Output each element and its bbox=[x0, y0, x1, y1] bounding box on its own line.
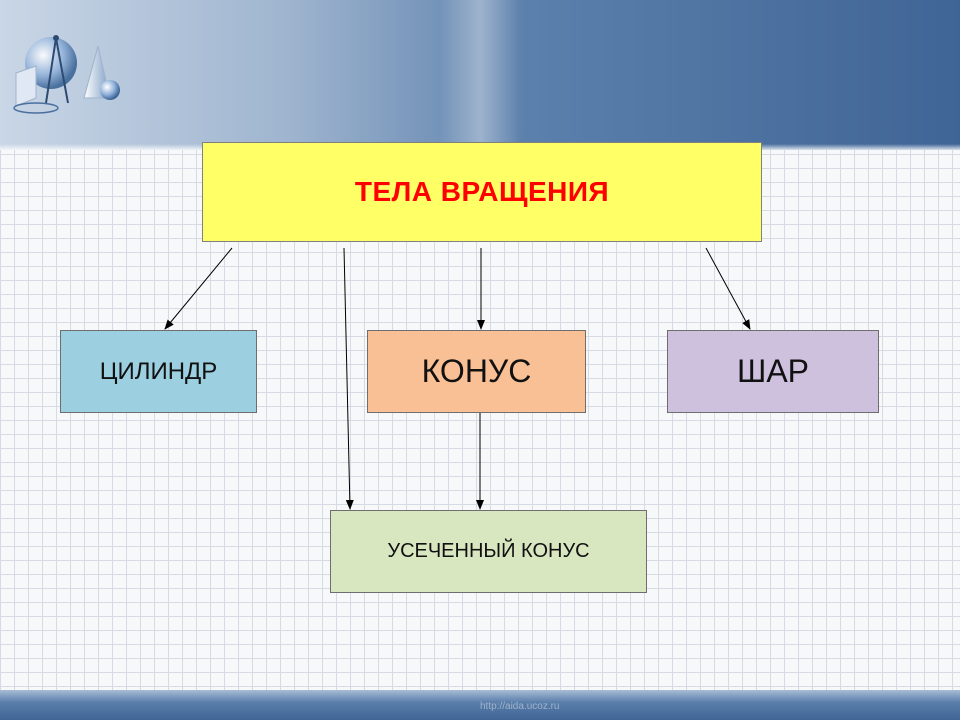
sphere-label: ШАР bbox=[736, 353, 809, 389]
edge-title-cylinder bbox=[164, 247, 233, 330]
footer-band bbox=[0, 690, 960, 720]
geometry-shapes-logo bbox=[13, 35, 120, 114]
cylinder-label: ЦИЛИНДР bbox=[99, 357, 218, 385]
title-node: ТЕЛА ВРАЩЕНИЯ bbox=[202, 142, 762, 242]
title-text: ТЕЛА ВРАЩЕНИЯ bbox=[354, 176, 610, 207]
edge-title-frustum bbox=[343, 247, 354, 510]
footer-url: http://aida.ucoz.ru bbox=[480, 701, 560, 712]
cone-label: КОНУС bbox=[421, 353, 532, 389]
sphere-node: ШАР bbox=[667, 330, 879, 413]
header-glow bbox=[440, 0, 520, 150]
header-band bbox=[0, 0, 960, 150]
frustum-node: УСЕЧЕННЫЙ КОНУС bbox=[330, 510, 647, 593]
cone-node: КОНУС bbox=[367, 330, 586, 413]
edge-title-sphere bbox=[705, 247, 751, 330]
frustum-label: УСЕЧЕННЫЙ КОНУС bbox=[387, 540, 590, 562]
cylinder-node: ЦИЛИНДР bbox=[60, 330, 257, 413]
